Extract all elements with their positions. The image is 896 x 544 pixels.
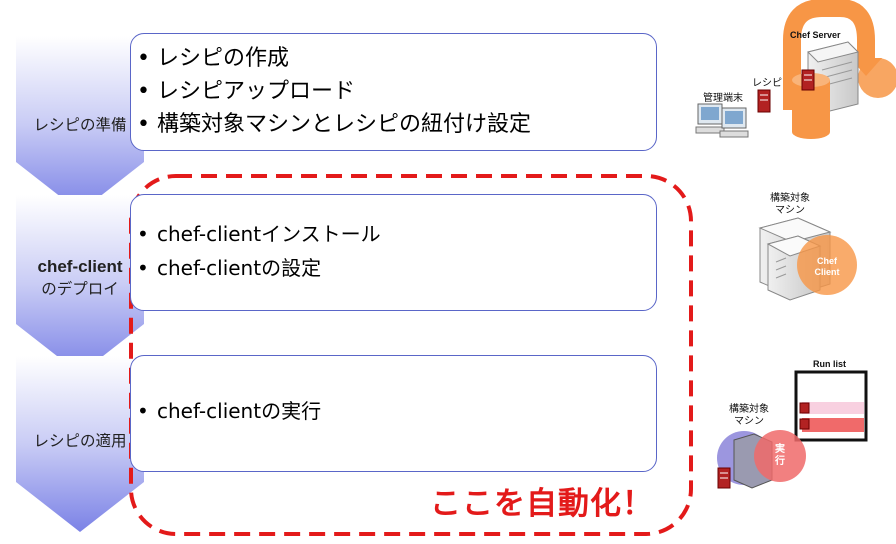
chef-server-label: Chef Server	[790, 30, 841, 40]
execute-label: 実 行	[775, 444, 785, 467]
run-list-label: Run list	[813, 359, 846, 369]
automation-boundary	[129, 174, 693, 536]
step-2-item: chef-clientインストール	[131, 217, 656, 251]
admin-terminal-icon	[695, 103, 749, 138]
step-1-list: レシピの作成 レシピアップロード 構築対象マシンとレシピの紐付け設定	[131, 34, 656, 141]
step-1-item: 構築対象マシンとレシピの紐付け設定	[131, 108, 656, 141]
step-3-label: レシピの適用	[33, 432, 127, 450]
chef-client-icon	[797, 235, 857, 295]
chevron-step-3	[16, 356, 144, 532]
recipe-book-icon	[757, 69, 815, 113]
step-2-label: chef-client のデプロイ	[37, 257, 123, 298]
step-1-item: レシピの作成	[131, 42, 656, 75]
step-1-item: レシピアップロード	[131, 75, 656, 108]
step-2-box: chef-clientインストール chef-clientの設定	[130, 194, 657, 311]
step-3-list: chef-clientの実行	[131, 356, 656, 428]
chef-client-label: Chef Client	[814, 256, 840, 277]
step-1-label: レシピの準備	[33, 116, 127, 134]
recipe-label: レシピ	[752, 78, 782, 89]
chevron-step-1	[16, 36, 144, 212]
chef-server-arrow-icon	[783, 0, 896, 110]
illustration-layer	[695, 0, 896, 489]
step-3-box: chef-clientの実行	[130, 355, 657, 472]
step-2-item: chef-clientの設定	[131, 251, 656, 285]
run-list-icon	[794, 370, 868, 442]
step-1-box: レシピの作成 レシピアップロード 構築対象マシンとレシピの紐付け設定	[130, 33, 657, 151]
chevron-step-2	[16, 195, 144, 374]
target-machine-label: 構築対象 マシン	[770, 193, 810, 216]
automation-label: ここを自動化！	[430, 486, 654, 522]
step-2-list: chef-clientインストール chef-clientの設定	[131, 195, 656, 285]
admin-terminal-label: 管理端末	[703, 93, 743, 104]
step-3-item: chef-clientの実行	[131, 394, 656, 428]
target-machine-2-label: 構築対象 マシン	[729, 404, 769, 427]
target-machine-2-icon	[717, 430, 806, 489]
